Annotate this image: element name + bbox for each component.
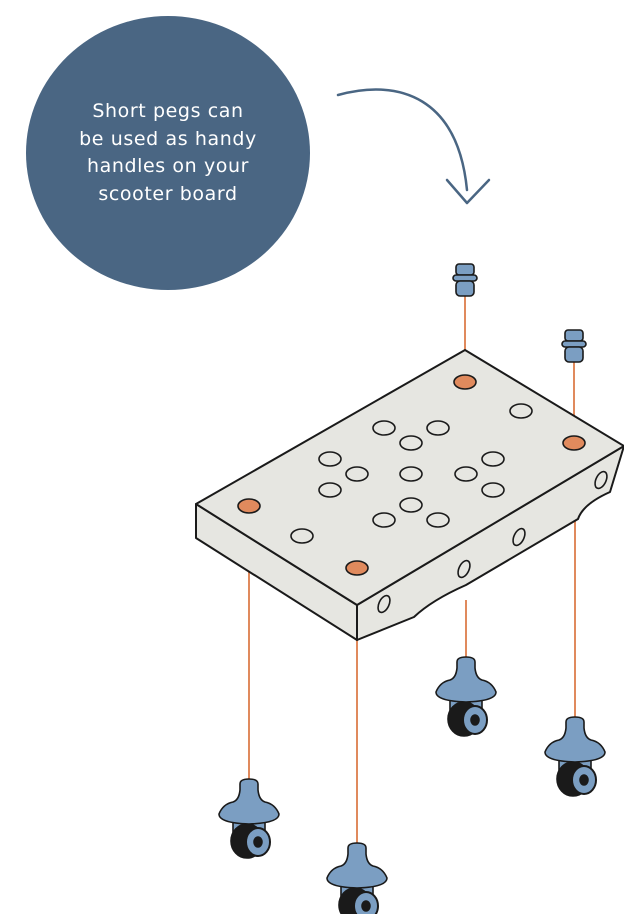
caster-wheel-icon <box>435 656 497 737</box>
callout-line: Short pegs can <box>92 100 244 122</box>
short-peg-icon <box>561 329 587 363</box>
callout-line: handles on your <box>86 155 250 177</box>
callout-bubble: Short pegs can be used as handy handles … <box>26 16 310 290</box>
peg-holes <box>237 374 586 576</box>
curved-arrow-icon <box>336 88 491 205</box>
caster-wheel-icon <box>544 716 606 797</box>
callout-text: Short pegs can be used as handy handles … <box>63 98 273 208</box>
caster-wheel-icon <box>218 778 280 859</box>
scooter-board <box>195 349 624 641</box>
caster-wheel-icon <box>326 842 388 914</box>
short-peg-icon <box>452 263 478 297</box>
callout-line: be used as handy <box>79 127 257 150</box>
board-holes <box>290 403 608 614</box>
callout-line: scooter board <box>98 182 238 205</box>
